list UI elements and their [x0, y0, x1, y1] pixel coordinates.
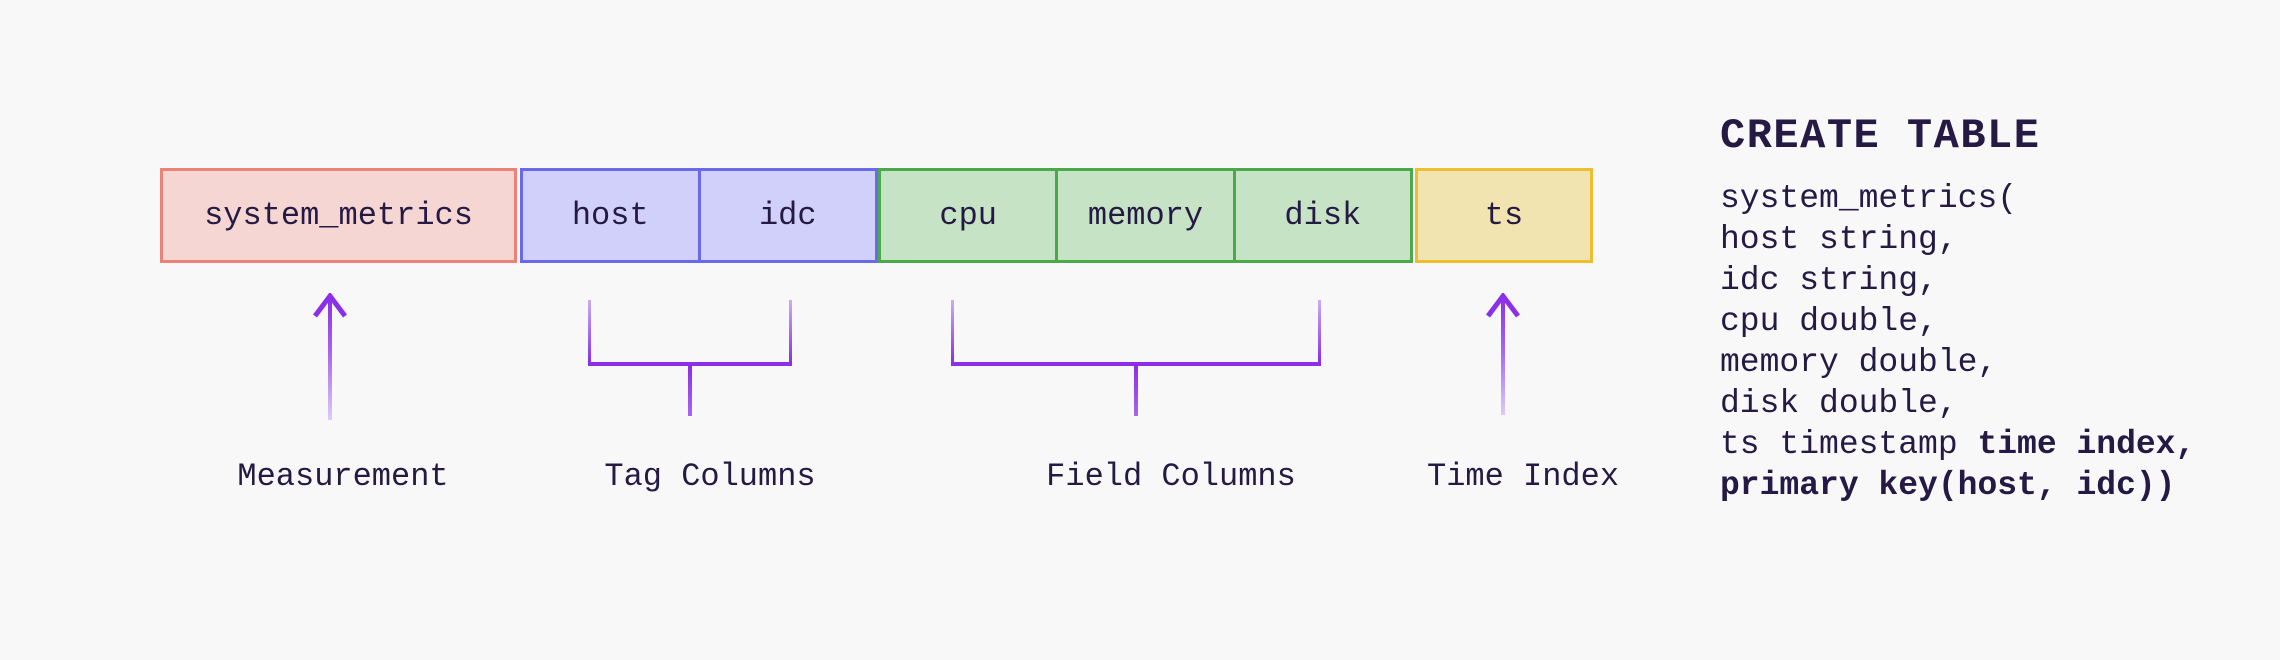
up-arrow-stem: [328, 298, 332, 420]
tag-column-label: host: [571, 197, 649, 234]
field-column-label: disk: [1284, 197, 1362, 234]
sql-text: memory double,: [1720, 344, 1998, 381]
bracket-icon: [951, 300, 1321, 416]
sql-line: disk double,: [1720, 383, 2195, 424]
sql-text: disk double,: [1720, 385, 1958, 422]
sql-line: idc string,: [1720, 260, 2195, 301]
field-columns-group: cpu memory disk: [878, 168, 1413, 263]
sql-line: primary key(host, idc)): [1720, 465, 2195, 506]
up-arrow-icon: [1485, 293, 1521, 319]
field-column-cell: disk: [1232, 171, 1410, 260]
sql-text: idc string,: [1720, 262, 1938, 299]
time-index-box: ts: [1415, 168, 1593, 263]
field-column-cell: cpu: [881, 171, 1055, 260]
tag-column-cell: host: [523, 171, 698, 260]
field-column-cell: memory: [1055, 171, 1232, 260]
up-arrow-icon: [312, 293, 348, 319]
sql-keyword: time index,: [1977, 426, 2196, 463]
bracket-stem: [688, 366, 692, 416]
time-column-label: ts: [1484, 197, 1524, 234]
time-index-annotation: Time Index: [1426, 458, 1620, 495]
up-arrow-stem: [1501, 298, 1505, 415]
sql-heading: CREATE TABLE: [1720, 112, 2041, 160]
sql-text: system_metrics(: [1720, 180, 2018, 217]
tag-column-label: idc: [758, 197, 817, 234]
bracket-right-line: [1318, 300, 1321, 362]
sql-snippet: CREATE TABLE system_metrics( host string…: [1720, 112, 2195, 506]
sql-text: cpu double,: [1720, 303, 1938, 340]
bracket-left-line: [588, 300, 591, 362]
field-column-label: memory: [1087, 197, 1204, 234]
measurement-label: system_metrics: [204, 197, 473, 234]
bracket-left-line: [951, 300, 954, 362]
sql-text: host string,: [1720, 221, 1958, 258]
sql-keyword: primary key(host, idc)): [1720, 467, 2176, 504]
measurement-annotation: Measurement: [237, 458, 449, 495]
sql-line: ts timestamp time index,: [1720, 424, 2195, 465]
sql-line: memory double,: [1720, 342, 2195, 383]
sql-line: system_metrics(: [1720, 178, 2195, 219]
bracket-stem: [1134, 366, 1138, 416]
tag-columns-group: host idc: [520, 168, 878, 263]
sql-line: cpu double,: [1720, 301, 2195, 342]
tag-column-cell: idc: [697, 171, 876, 260]
sql-text: ts timestamp: [1720, 426, 1978, 463]
bracket-right-line: [789, 300, 792, 362]
bracket-icon: [588, 300, 792, 416]
field-columns-annotation: Field Columns: [1046, 458, 1296, 495]
sql-line: host string,: [1720, 219, 2195, 260]
field-column-label: cpu: [939, 197, 997, 234]
bracket-bar: [588, 362, 792, 366]
measurement-box: system_metrics: [160, 168, 517, 263]
bracket-bar: [951, 362, 1321, 366]
tag-columns-annotation: Tag Columns: [604, 458, 816, 495]
